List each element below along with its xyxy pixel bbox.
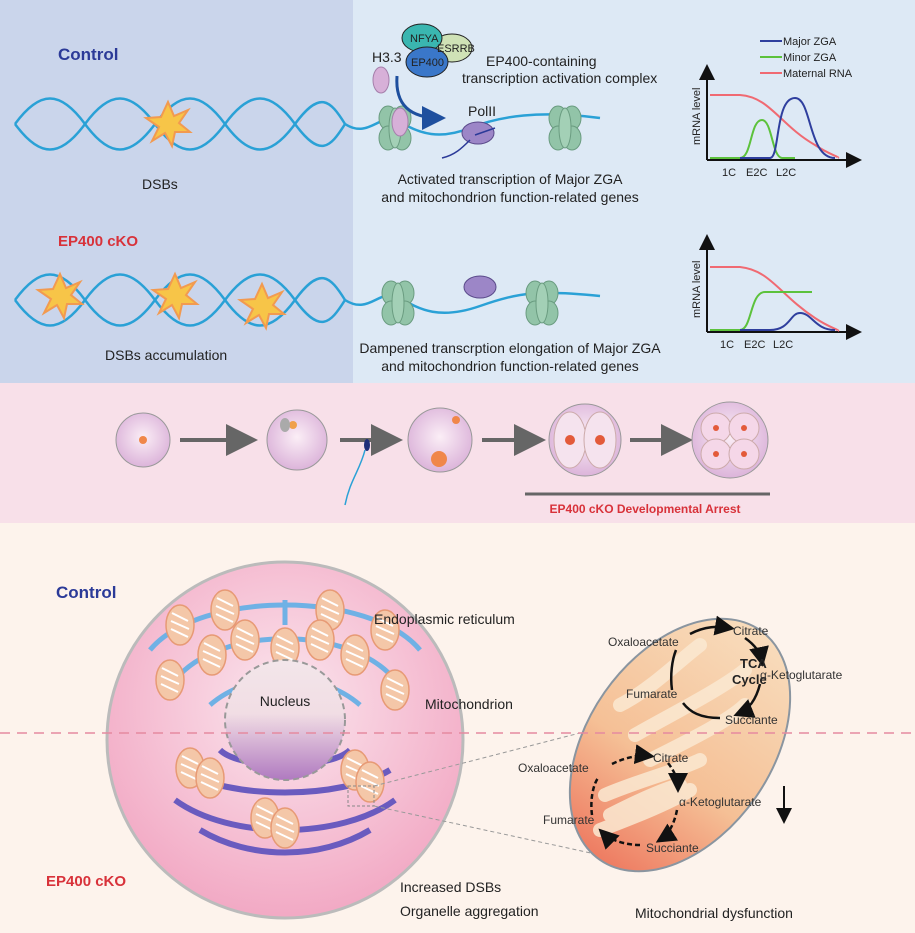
polii-icon	[463, 275, 497, 299]
mrna-chart-control: mRNA level 1C E2C L2C Major ZGA Minor ZG…	[691, 36, 862, 179]
major-zga-curve	[740, 96, 836, 159]
legend-minor-zga: Minor ZGA	[783, 52, 837, 64]
dampened-label-1: Dampened transcrption elongation of Majo…	[359, 340, 661, 356]
y-axis-label: mRNA level	[691, 261, 703, 318]
tca-citrate: Citrate	[733, 624, 769, 638]
maternal-rna-curve	[710, 94, 840, 159]
nucleosome-icon	[548, 105, 582, 151]
tick-e2c: E2C	[744, 339, 765, 351]
ko-label: EP400 cKO	[58, 233, 138, 250]
top-left-panel	[0, 0, 353, 383]
h33-icon	[372, 66, 390, 94]
activated-label-1: Activated transcription of Major ZGA	[398, 171, 624, 187]
tca-oxaloacetate: Oxaloacetate	[518, 761, 589, 775]
complex-label-2: transcription activation complex	[462, 70, 657, 86]
ep400-icon	[405, 46, 449, 78]
polii-label: PolII	[468, 103, 496, 119]
er-label: Endoplasmic reticulum	[374, 611, 515, 627]
nfya-label: NFYA	[410, 33, 439, 45]
tca-cycle-impaired	[590, 744, 688, 850]
tick-e2c: E2C	[746, 167, 767, 179]
nucleus-label: Nucleus	[260, 693, 311, 709]
complex-label-1: EP400-containing	[486, 53, 597, 69]
tca-citrate: Citrate	[653, 751, 689, 765]
tca-fumarate: Fumarate	[626, 687, 678, 701]
mrna-chart-ko: mRNA level 1C E2C L2C	[691, 234, 862, 351]
mitochondrion-enlarged	[568, 617, 792, 873]
tick-l2c: L2C	[773, 339, 793, 351]
dsbs-label: DSBs	[142, 176, 178, 192]
nucleosome-icon	[525, 280, 559, 326]
zoom-line	[373, 732, 581, 787]
dna-helix-control	[13, 97, 601, 151]
minor-zga-curve	[710, 118, 795, 159]
h33-label: H3.3	[372, 49, 402, 65]
dampened-label-2: and mitochondrion function-related genes	[381, 358, 639, 374]
development-series	[115, 401, 769, 506]
mitochondrion-label: Mitochondrion	[425, 696, 513, 712]
h33-in-nucleosome-icon	[391, 107, 409, 137]
nucleosome-icon	[381, 280, 415, 326]
tca-oxaloacetate: Oxaloacetate	[608, 635, 679, 649]
tick-l2c: L2C	[776, 167, 796, 179]
tca-succiante: Succiante	[725, 713, 778, 727]
recruitment-arrow	[395, 75, 446, 130]
tca-title: TCA	[740, 656, 767, 671]
legend-maternal-rna: Maternal RNA	[783, 68, 853, 80]
nucleus	[224, 659, 346, 781]
bottom-ko-label: EP400 cKO	[46, 873, 126, 890]
maternal-rna-curve	[710, 266, 840, 332]
arrest-label: EP400 cKO Developmental Arrest	[550, 502, 741, 516]
tca-title-2: Cycle	[732, 672, 767, 687]
legend-major-zga: Major ZGA	[783, 36, 837, 48]
ep400-label: EP400	[411, 57, 444, 69]
tca-akg: α-Ketoglutarate	[760, 668, 843, 682]
tca-cycle-normal	[669, 615, 769, 720]
y-axis-label: mRNA level	[691, 88, 703, 145]
activated-label-2: and mitochondrion function-related genes	[381, 189, 639, 205]
organelle-aggregation-label: Organelle aggregation	[400, 903, 539, 919]
tca-akg: α-Ketoglutarate	[679, 795, 762, 809]
dsbs-accumulation-label: DSBs accumulation	[105, 347, 227, 363]
increased-dsbs-label: Increased DSBs	[400, 879, 501, 895]
polii-icon	[461, 121, 495, 145]
major-zga-curve	[740, 311, 836, 331]
tick-1c: 1C	[722, 167, 736, 179]
control-label: Control	[58, 45, 118, 64]
esrrb-label: ESRRB	[437, 43, 475, 55]
tick-1c: 1C	[720, 339, 734, 351]
zoom-line	[373, 805, 601, 856]
mito-dysfunction-label: Mitochondrial dysfunction	[635, 905, 793, 921]
bottom-control-label: Control	[56, 583, 116, 602]
tca-succiante: Succiante	[646, 841, 699, 855]
tca-fumarate: Fumarate	[543, 813, 595, 827]
zoom-box	[347, 785, 375, 807]
